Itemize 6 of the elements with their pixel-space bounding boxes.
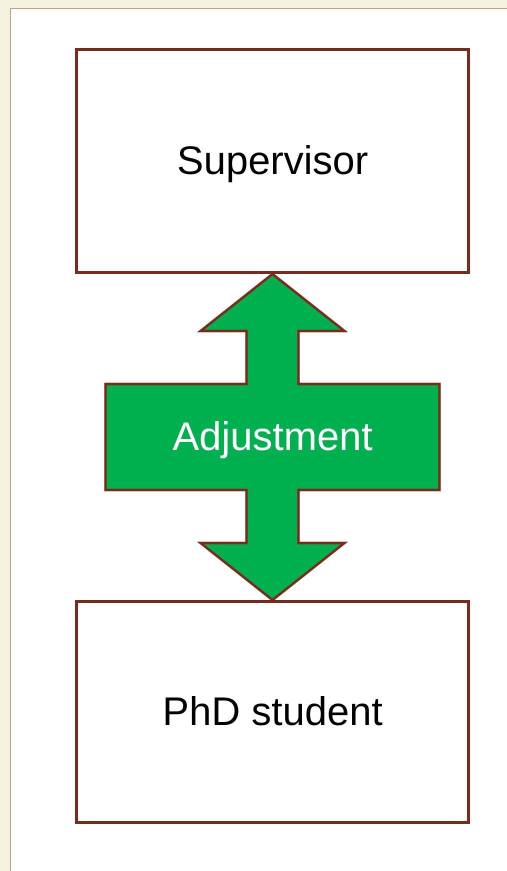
process-box <box>75 48 470 274</box>
node-label: Supervisor <box>176 141 368 181</box>
edge-label: Adjustment <box>172 417 373 457</box>
node-label: PhD student <box>162 692 383 732</box>
process-box <box>75 600 470 824</box>
double-arrow <box>104 272 441 602</box>
